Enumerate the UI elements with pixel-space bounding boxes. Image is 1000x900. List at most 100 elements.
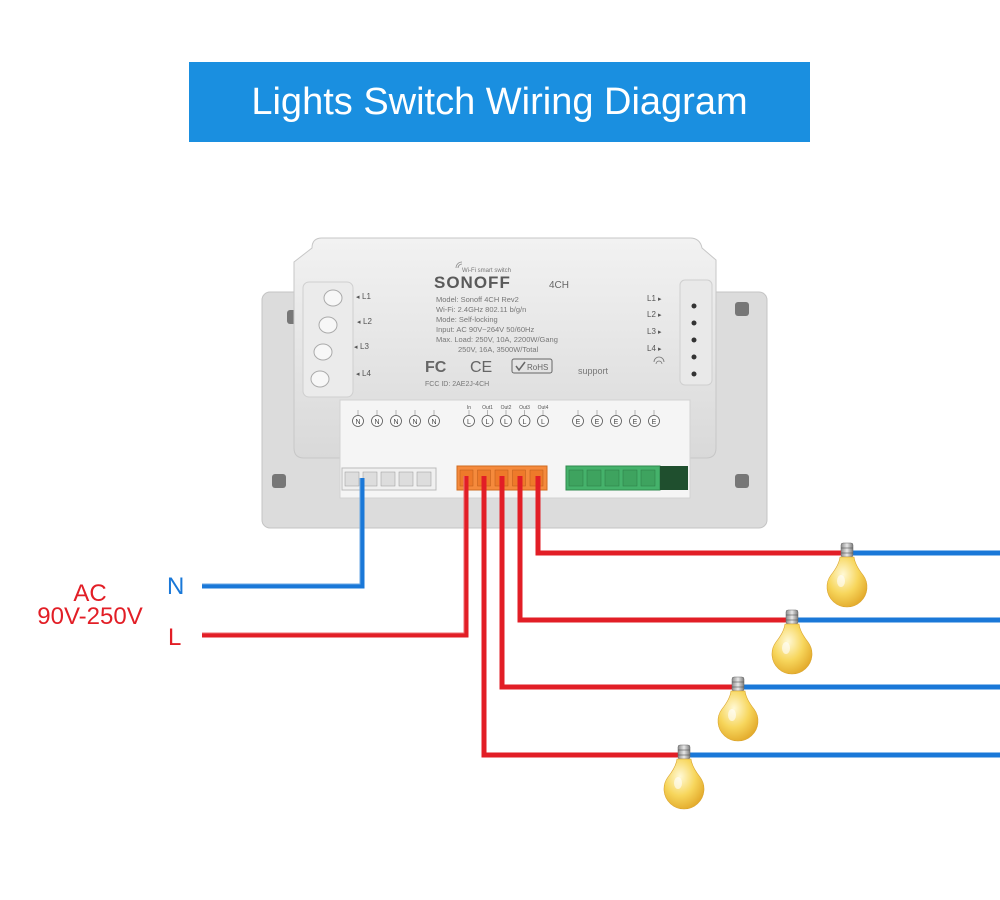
right-led-panel xyxy=(679,279,713,386)
spec-line-6: 250V, 16A, 3500W/Total xyxy=(458,345,539,354)
channel-button-4[interactable] xyxy=(310,370,330,388)
right-channel-labels: L1▸L2▸L3▸L4▸ xyxy=(647,294,665,365)
board-edge xyxy=(660,466,688,490)
channel-button-2[interactable] xyxy=(318,316,338,334)
right-arrow-icon: ▸ xyxy=(658,346,662,353)
neutral-feed-wire xyxy=(202,478,365,589)
terminal-slot xyxy=(604,469,620,487)
live-wire-out4 xyxy=(535,476,852,556)
screw-hole xyxy=(735,474,749,488)
right-arrow-icon: ▸ xyxy=(658,312,662,319)
right-channel-label: L2 xyxy=(647,310,656,319)
bulb-base xyxy=(840,542,854,558)
bulb-base xyxy=(677,744,691,760)
terminal-screw xyxy=(500,415,512,427)
left-channel-label: L4 xyxy=(362,369,371,378)
terminal-screw xyxy=(428,415,440,427)
live-label: L xyxy=(168,624,181,652)
spec-line-4: Input: AC 90V~264V 50/60Hz xyxy=(436,325,534,334)
ac-label: AC xyxy=(60,580,120,608)
screw-hole xyxy=(272,474,286,488)
terminal-screw xyxy=(390,415,402,427)
terminal-slot xyxy=(344,471,360,487)
left-arrow-icon: ◂ xyxy=(354,344,358,351)
terminal-screw xyxy=(463,415,475,427)
channel-button-3[interactable] xyxy=(313,343,333,361)
terminal-screw xyxy=(371,415,383,427)
bulb-glass xyxy=(826,556,868,608)
wifi-icon xyxy=(455,261,463,269)
left-channel-label: L2 xyxy=(363,317,372,326)
device-brand: SONOFF xyxy=(434,273,511,292)
terminal-label: N xyxy=(374,419,379,426)
left-arrow-icon: ◂ xyxy=(356,294,360,301)
spec-line-1: Model: Sonoff 4CH Rev2 xyxy=(436,295,519,304)
wifi-icon xyxy=(653,356,665,365)
light-bulb-icon xyxy=(663,744,705,810)
terminal-label: N xyxy=(355,419,360,426)
ce-mark: CE xyxy=(470,359,492,376)
terminal-slot xyxy=(568,469,584,487)
spec-line-3: Mode: Self-locking xyxy=(436,315,498,324)
right-arrow-icon: ▸ xyxy=(658,296,662,303)
terminal-label: L xyxy=(467,419,471,426)
left-arrow-icon: ◂ xyxy=(356,371,360,378)
voltage-label: 90V-250V xyxy=(28,603,152,631)
live-wire-out3 xyxy=(517,476,797,623)
spec-line-2: Wi-Fi: 2.4GHz 802.11 b/g/n xyxy=(436,305,526,314)
right-channel-label: L1 xyxy=(647,294,656,303)
light-bulb-icon xyxy=(771,609,813,675)
light-bulb-icon xyxy=(826,542,868,608)
terminal-label: L xyxy=(504,419,508,426)
terminal-screw xyxy=(481,415,494,427)
live-text: L xyxy=(168,624,182,651)
wire-highlights xyxy=(202,476,465,634)
terminal-label: N xyxy=(393,419,398,426)
terminal-slot xyxy=(380,471,396,487)
terminal-label: E xyxy=(595,419,600,426)
terminal-screw xyxy=(572,415,584,427)
light-bulbs xyxy=(663,542,868,810)
channel-button-1[interactable] xyxy=(323,289,343,307)
terminal-header: Out1 xyxy=(482,405,493,411)
left-channel-label: L3 xyxy=(360,342,369,351)
led-indicator xyxy=(691,320,697,326)
live-wire-out1 xyxy=(481,476,688,758)
terminal-screw xyxy=(648,415,660,427)
device-subtitle: Wi-Fi smart switch xyxy=(462,268,511,274)
terminal-header: Out2 xyxy=(501,405,512,411)
live-wire-out2 xyxy=(499,476,742,690)
right-channel-label: L4 xyxy=(647,344,656,353)
left-channel-labels: ◂L1◂L2◂L3◂L4 xyxy=(354,292,372,378)
bulb-glass xyxy=(771,623,813,675)
rohs-badge: RoHS xyxy=(511,358,553,374)
fcc-mark: FC xyxy=(425,359,447,376)
neutral-wires xyxy=(202,478,1000,758)
terminal-slot xyxy=(416,471,432,487)
led-indicator xyxy=(691,371,697,377)
live-wires xyxy=(202,476,852,758)
terminal-slot xyxy=(586,469,602,487)
terminal-screw xyxy=(537,415,549,427)
voltage-text: 90V-250V xyxy=(37,603,143,630)
left-button-panel xyxy=(302,281,354,398)
terminal-screw xyxy=(610,415,622,427)
spec-line-5: Max. Load: 250V, 10A, 2200W/Gang xyxy=(436,335,558,344)
right-channel-label: L3 xyxy=(647,327,656,336)
terminal-screw xyxy=(591,415,603,427)
terminal-label: L xyxy=(523,419,527,426)
terminal-label: E xyxy=(652,419,657,426)
terminal-label: N xyxy=(431,419,436,426)
terminal-slot xyxy=(362,471,378,487)
terminal-screw xyxy=(409,415,421,427)
terminal-label: E xyxy=(614,419,619,426)
terminal-slot xyxy=(622,469,638,487)
fcc-id: FCC ID: 2AE2J-4CH xyxy=(425,381,489,388)
terminal-slot xyxy=(640,469,656,487)
bulb-base xyxy=(785,609,799,625)
support-label: support xyxy=(578,366,609,376)
title-banner: Lights Switch Wiring Diagram xyxy=(189,62,810,142)
terminal-screw xyxy=(518,415,531,427)
sonoff-device: Wi-Fi smart switch SONOFF 4CH Model: Son… xyxy=(261,237,768,529)
